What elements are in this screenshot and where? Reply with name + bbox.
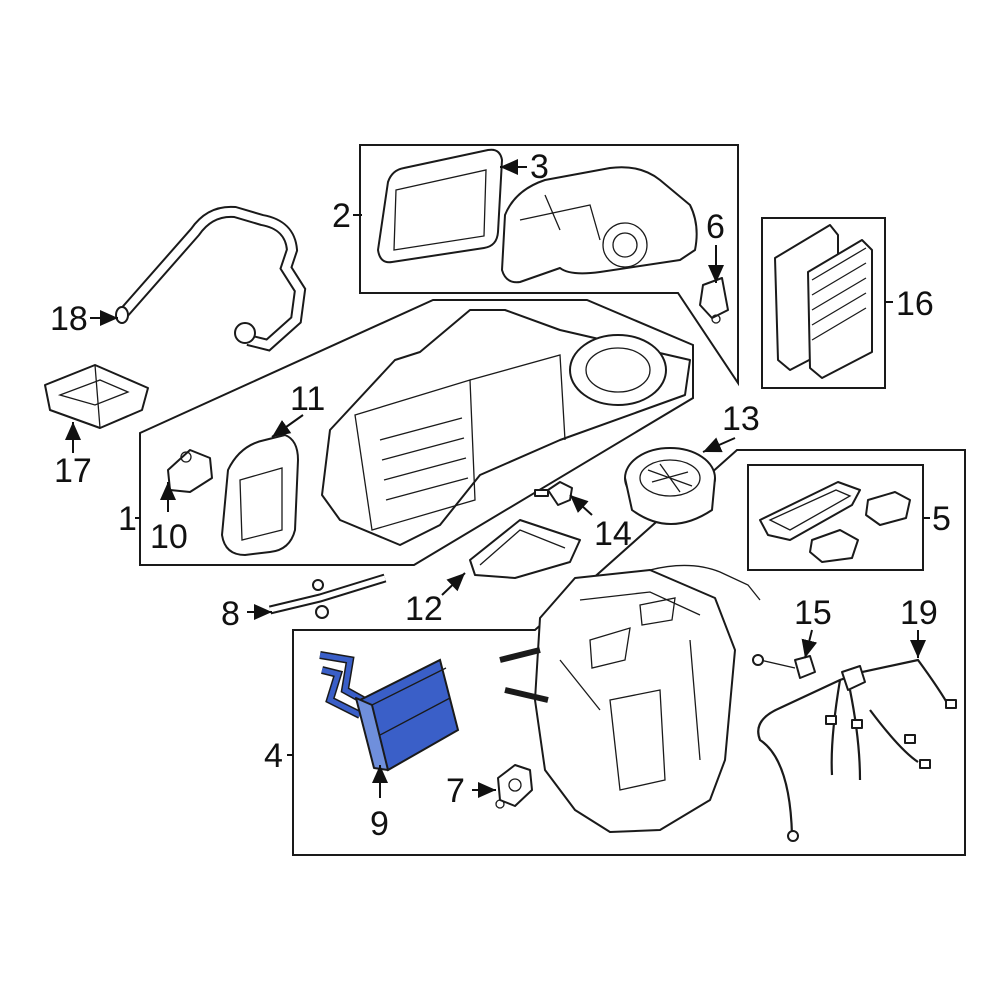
gasket-part-11[interactable]: [221, 434, 299, 556]
group-box-4: [292, 449, 966, 856]
callout-1: 1: [118, 500, 137, 538]
actuator-part-7[interactable]: [495, 764, 533, 809]
callout-19: 19: [900, 594, 938, 632]
blower-housing-upper-part-2[interactable]: [501, 166, 698, 284]
hose-part-18[interactable]: [115, 205, 307, 352]
callout-8: 8: [221, 595, 240, 633]
sensor-part-10[interactable]: [167, 449, 213, 493]
actuator-part-6[interactable]: [699, 277, 729, 324]
blower-motor-part-13[interactable]: [624, 447, 716, 525]
callout-3: 3: [530, 148, 549, 186]
callout-18: 18: [50, 300, 88, 338]
sensor-part-14[interactable]: [534, 481, 573, 506]
group-box-1: [139, 299, 694, 566]
duct-part-12[interactable]: [469, 519, 581, 579]
callout-6: 6: [706, 208, 725, 246]
pipe-part-8[interactable]: [268, 573, 387, 619]
wiring-harness-part-19[interactable]: [757, 658, 957, 842]
callout-10: 10: [150, 518, 188, 556]
heater-core-part-9[interactable]: [319, 651, 460, 772]
callout-11: 11: [290, 380, 325, 418]
callout-9: 9: [370, 805, 389, 843]
callout-16: 16: [896, 285, 934, 323]
seal-gasket-part-3[interactable]: [377, 148, 503, 264]
sensor-part-15[interactable]: [752, 654, 816, 679]
callout-12: 12: [405, 590, 443, 628]
callout-13: 13: [722, 400, 760, 438]
cabin-filter-part-16[interactable]: [774, 224, 873, 379]
hvac-case-part-1[interactable]: [321, 309, 691, 546]
callout-4: 4: [264, 737, 283, 775]
callout-5: 5: [932, 500, 951, 538]
callout-15: 15: [794, 594, 832, 632]
hvac-housing-part-4[interactable]: [499, 564, 761, 833]
group-box-2: [359, 144, 739, 387]
leader-lines: [65, 159, 930, 798]
callout-2: 2: [332, 197, 351, 235]
callout-14: 14: [594, 515, 632, 553]
callout-7: 7: [446, 772, 465, 810]
callout-17: 17: [54, 452, 92, 490]
control-module-part-17[interactable]: [44, 364, 149, 429]
seal-part-5[interactable]: [759, 481, 911, 563]
